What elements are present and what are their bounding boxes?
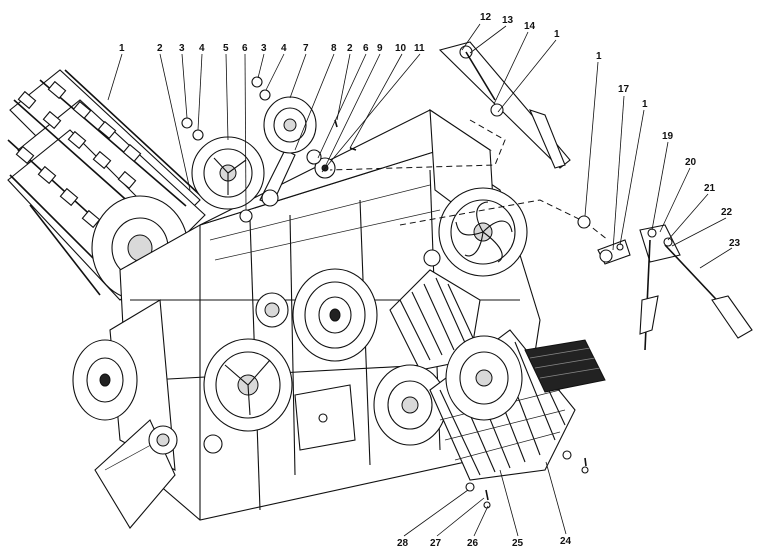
callout-1-b: 1 — [554, 29, 560, 40]
callout-7: 7 — [303, 43, 309, 54]
pulley-upper-right — [438, 187, 528, 277]
callout-23: 23 — [729, 238, 741, 249]
callout-1-d: 1 — [642, 99, 648, 110]
callout-22: 22 — [721, 207, 733, 218]
callout-4: 4 — [199, 43, 205, 54]
callout-1: 1 — [119, 43, 125, 54]
callout-28: 28 — [397, 538, 409, 549]
callout-2-b: 2 — [347, 43, 353, 54]
pulley-center — [292, 268, 378, 362]
belt-tensioner-arm — [259, 149, 296, 207]
leader-lines — [107, 23, 733, 537]
callout-6-b: 6 — [363, 43, 369, 54]
callout-13: 13 — [502, 15, 514, 26]
callout-3-b: 3 — [261, 43, 267, 54]
callout-9: 9 — [377, 43, 383, 54]
pulley-large-left — [203, 338, 293, 432]
discharge-plate — [524, 339, 606, 393]
callout-27: 27 — [430, 538, 442, 549]
pulley-upper-5 — [191, 136, 265, 210]
door-panel — [294, 384, 356, 451]
reel-teeth — [15, 80, 142, 229]
linkage-arm-upper — [438, 41, 571, 169]
gear-fins — [399, 277, 475, 361]
washer-1 — [577, 215, 591, 229]
callout-19: 19 — [662, 131, 674, 142]
callout-2: 2 — [157, 43, 163, 54]
callout-21: 21 — [704, 183, 716, 194]
callout-1-c: 1 — [596, 51, 602, 62]
callout-17: 17 — [618, 84, 630, 95]
pulley-small-center — [255, 292, 289, 328]
gear-cluster — [389, 249, 481, 371]
callout-24: 24 — [560, 536, 572, 547]
callout-14: 14 — [524, 21, 536, 32]
bracket-17 — [597, 239, 631, 265]
callout-26: 26 — [467, 538, 479, 549]
callout-4-b: 4 — [281, 43, 287, 54]
callout-5: 5 — [223, 43, 229, 54]
callout-10: 10 — [395, 43, 407, 54]
small-washers — [181, 76, 271, 223]
callout-25: 25 — [512, 538, 524, 549]
callout-3: 3 — [179, 43, 185, 54]
gearbox-lower-left — [148, 425, 223, 455]
callout-labels: 1 2 3 4 5 3 4 7 6 8 2 6 9 10 11 12 13 14… — [119, 12, 741, 549]
pulley-lower-mid — [373, 364, 447, 446]
pulley-lower-left — [72, 339, 138, 421]
callout-12: 12 — [480, 12, 492, 23]
callout-8: 8 — [331, 43, 337, 54]
pulley-upper-7 — [263, 96, 317, 154]
callout-11: 11 — [414, 43, 425, 54]
callout-6: 6 — [242, 43, 248, 54]
callout-20: 20 — [685, 157, 697, 168]
